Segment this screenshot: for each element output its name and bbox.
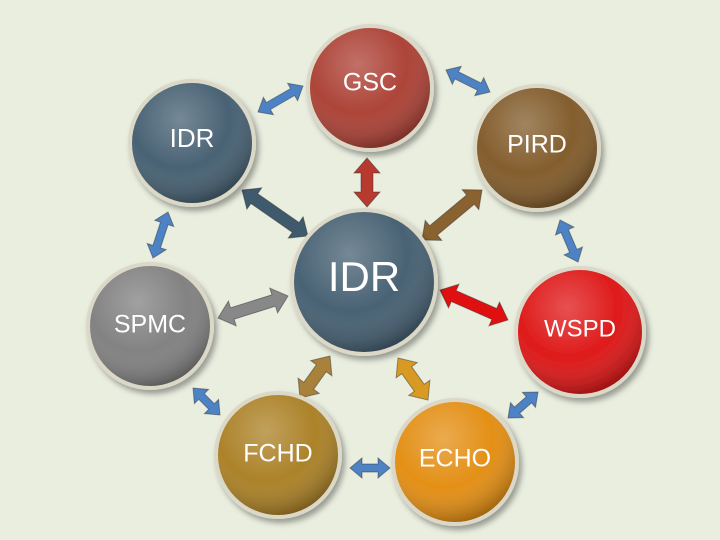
connector-arrows bbox=[146, 65, 584, 480]
arrow-spmc-idr bbox=[146, 211, 175, 259]
arrow-center-echo bbox=[395, 357, 431, 401]
arrow-echo-fchd bbox=[349, 456, 391, 480]
node-wspd: WSPD bbox=[514, 266, 646, 398]
node-pird-shine bbox=[477, 88, 597, 208]
node-gsc-label: GSC bbox=[343, 69, 397, 97]
node-gsc-shine bbox=[310, 28, 430, 148]
node-idr: IDR bbox=[128, 79, 256, 207]
arrow-center-spmc bbox=[217, 287, 289, 327]
node-echo-label: ECHO bbox=[419, 445, 491, 473]
node-spmc: SPMC bbox=[86, 262, 214, 390]
node-pird: PIRD bbox=[473, 84, 601, 212]
node-echo: ECHO bbox=[391, 398, 519, 526]
arrow-center-fchd bbox=[297, 355, 333, 399]
arrow-wspd-echo bbox=[507, 391, 539, 419]
arrow-pird-wspd bbox=[554, 219, 584, 263]
center-node-shine bbox=[294, 212, 434, 352]
arrow-center-idr bbox=[241, 187, 309, 239]
node-wspd-label: WSPD bbox=[544, 315, 616, 342]
node-spmc-shine bbox=[90, 266, 210, 386]
arrow-gsc-pird bbox=[445, 65, 491, 97]
node-fchd: FCHD bbox=[214, 391, 342, 519]
arrow-center-pird bbox=[421, 189, 483, 241]
node-idr-shine bbox=[132, 83, 252, 203]
node-idr-label: IDR bbox=[170, 123, 215, 153]
arrow-center-wspd bbox=[439, 283, 509, 327]
node-spmc-label: SPMC bbox=[114, 311, 186, 339]
node-wspd-shine bbox=[518, 270, 642, 394]
arrow-idr-gsc bbox=[257, 82, 304, 116]
arrow-fchd-spmc bbox=[192, 387, 221, 416]
node-pird-label: PIRD bbox=[507, 131, 567, 159]
node-gsc: GSC bbox=[306, 24, 434, 152]
center-node: IDR bbox=[290, 208, 438, 356]
arrow-center-gsc bbox=[352, 157, 382, 208]
node-fchd-label: FCHD bbox=[243, 440, 312, 468]
node-fchd-shine bbox=[218, 395, 338, 515]
node-echo-shine bbox=[395, 402, 515, 522]
center-node-label: IDR bbox=[328, 253, 400, 300]
